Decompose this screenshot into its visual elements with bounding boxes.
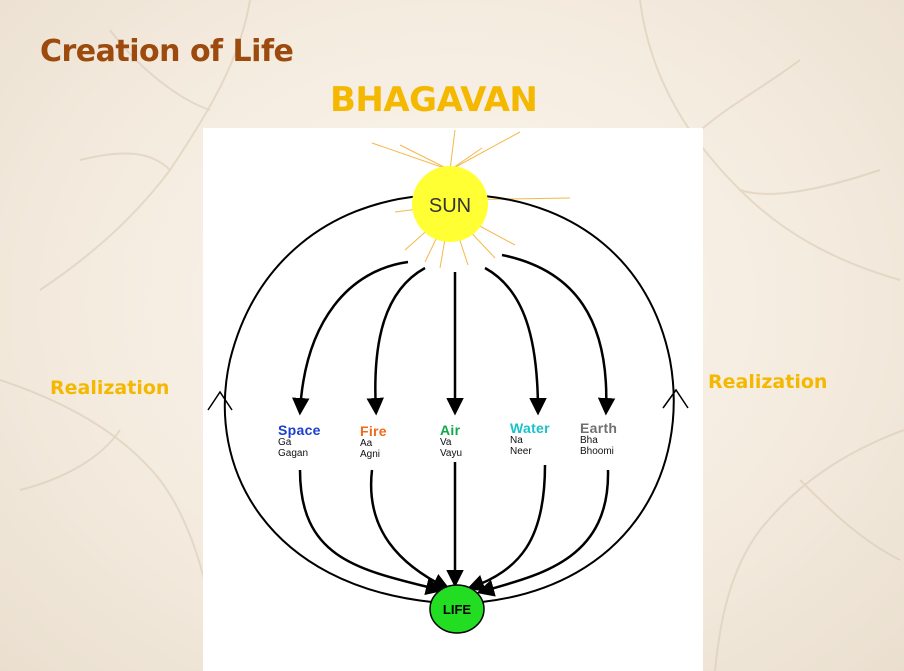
element-fire: Fire Aa Agni (360, 424, 387, 460)
left-loop-arrowhead (207, 390, 233, 411)
arrow-fire-to-life (369, 469, 451, 590)
arrow-earth-to-life (476, 469, 610, 597)
element-air-line1: Va (440, 437, 452, 448)
element-fire-line1: Aa (360, 438, 373, 449)
sun-label: SUN (429, 195, 471, 217)
arrow-space-to-life (298, 469, 444, 596)
element-fire-line2: Agni (360, 449, 381, 460)
right-loop-arrowhead (662, 388, 689, 409)
element-space: Space Ga Gagan (278, 423, 321, 459)
arrow-sun-to-water (484, 266, 547, 416)
outer-loop-right (481, 195, 675, 603)
realization-label-right: Realization (708, 371, 828, 393)
element-water: Water Na Neer (510, 421, 550, 457)
element-earth-line2: Bhoomi (580, 446, 614, 457)
element-air-name: Air (440, 422, 461, 438)
bhagavan-label: BHAGAVAN (330, 80, 538, 120)
life-circle (429, 584, 485, 634)
element-space-line1: Ga (278, 437, 292, 448)
element-air: Air Va Vayu (440, 423, 462, 459)
sun-circle (412, 166, 488, 242)
element-earth: Earth Bha Bhoomi (580, 421, 617, 457)
element-earth-line1: Bha (580, 435, 598, 446)
outer-loop-left (223, 195, 433, 603)
element-space-name: Space (278, 422, 321, 438)
arrow-sun-to-earth (501, 253, 616, 416)
arrow-water-to-life (466, 464, 547, 592)
element-water-line2: Neer (510, 446, 532, 457)
realization-label-left: Realization (50, 377, 170, 399)
element-fire-name: Fire (360, 423, 387, 439)
element-water-name: Water (510, 420, 550, 436)
arrow-sun-to-space (292, 260, 409, 416)
life-label: LIFE (443, 602, 471, 617)
element-air-line2: Vayu (440, 448, 463, 459)
element-water-line1: Na (510, 435, 523, 446)
arrow-sun-to-fire (366, 266, 426, 416)
page-title: Creation of Life (40, 34, 294, 69)
element-earth-name: Earth (580, 420, 618, 436)
element-space-line2: Gagan (278, 448, 309, 459)
